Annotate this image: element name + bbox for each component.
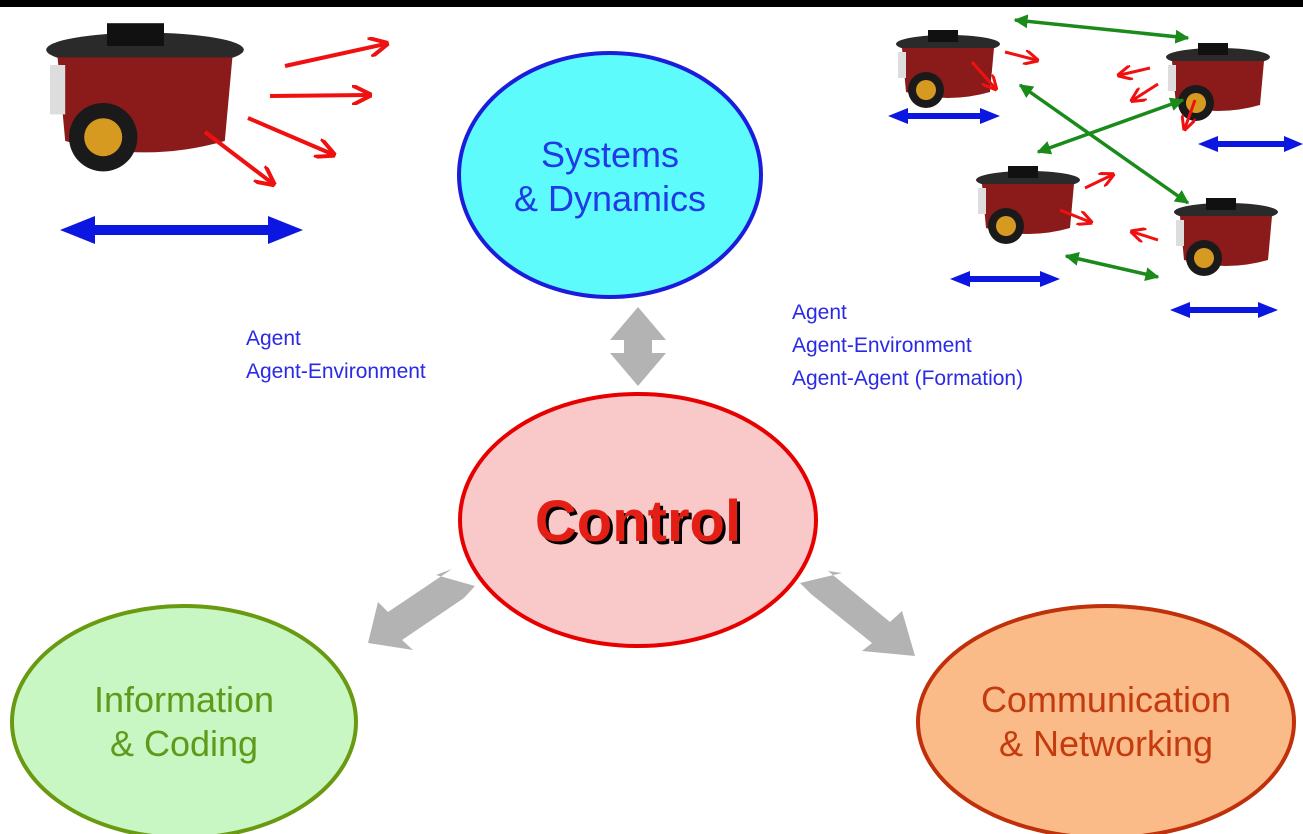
information-ellipse (10, 604, 358, 834)
systems-label-line2: & Dynamics (513, 177, 707, 219)
information-label-line2: & Coding (109, 722, 259, 764)
systems-dynamics-label: Systems & Dynamics (458, 133, 762, 221)
top-bar (0, 0, 1303, 7)
sensing-arrow (247, 116, 332, 154)
communication-ellipse (916, 604, 1296, 834)
information-label-line1: Information (93, 679, 275, 720)
link-arrow (1064, 251, 1160, 282)
note-line: Agent-Agent (Formation) (792, 367, 1024, 390)
connector-control-information (368, 569, 475, 650)
multi-robot-illustration (888, 14, 1303, 318)
communication-networking-label: Communication & Networking (916, 678, 1296, 766)
note-line: Agent (246, 327, 301, 350)
motion-double-arrow (60, 216, 303, 244)
motion-double-arrow (1170, 302, 1278, 318)
sensing-arrow (1120, 68, 1151, 75)
single-agent-notes: Agent Agent-Environment (246, 322, 426, 388)
sensing-arrow (284, 44, 385, 68)
note-line: Agent-Environment (792, 334, 972, 357)
information-coding-label: Information & Coding (10, 678, 358, 766)
note-line: Agent-Environment (246, 360, 426, 383)
control-label: Control (534, 489, 742, 554)
sensing-arrow (1185, 99, 1197, 128)
connector-systems-control (610, 307, 666, 386)
sensing-arrow (970, 61, 995, 88)
sensing-arrow (203, 130, 272, 183)
communication-label-line2: & Networking (998, 722, 1214, 764)
sensing-arrow (1004, 52, 1036, 60)
single-robot-illustration (46, 23, 385, 244)
communication-label-line1: Communication (980, 679, 1232, 720)
control-ellipse (458, 392, 818, 648)
motion-double-arrow (950, 271, 1060, 287)
sensing-arrow (1133, 232, 1159, 240)
sensing-arrow (269, 95, 368, 96)
sensing-arrow (1059, 208, 1090, 222)
link-arrow (1036, 97, 1185, 155)
note-line: Agent (792, 301, 847, 324)
sensing-arrow (1084, 175, 1112, 190)
motion-double-arrow (1198, 136, 1303, 152)
sensing-arrow (1133, 82, 1159, 100)
connector-control-communication (800, 571, 915, 656)
systems-label-line1: Systems (540, 134, 680, 175)
systems-ellipse (457, 51, 763, 299)
motion-double-arrow (888, 108, 1000, 124)
multi-agent-notes: Agent Agent-Environment Agent-Agent (For… (792, 296, 1023, 395)
link-arrow (1013, 14, 1190, 44)
